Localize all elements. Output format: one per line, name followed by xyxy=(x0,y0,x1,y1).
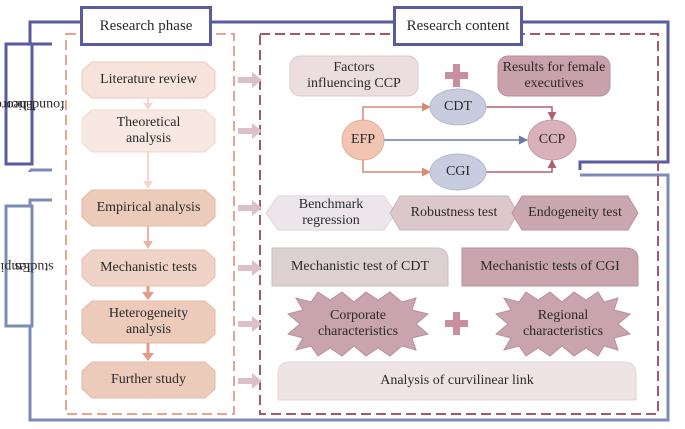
robustness-shape xyxy=(389,195,519,231)
phase-shape-4 xyxy=(81,249,216,287)
endogeneity-shape xyxy=(511,195,639,231)
female-box xyxy=(497,55,611,97)
plus-icon-2 xyxy=(445,312,468,335)
mech-cgi-shape xyxy=(461,247,639,287)
phase-shape-1 xyxy=(81,61,216,99)
theoretical-foundation-label: Theoreticalfoundation xyxy=(0,44,65,164)
plus-icon xyxy=(445,64,468,87)
phase-shape-6 xyxy=(81,361,216,399)
regional-burst xyxy=(494,291,632,357)
theoretical-line-2: foundation xyxy=(4,96,65,112)
curvilinear-shape xyxy=(277,361,637,401)
ccp-node xyxy=(527,119,577,161)
research-phase-label: Research phase xyxy=(99,17,193,34)
mech-cdt-shape xyxy=(271,247,449,287)
empirical-line-2: studies xyxy=(14,258,54,274)
research-content-header: Research content xyxy=(393,6,523,46)
phase-shape-2 xyxy=(81,109,216,153)
empirical-studies-label: Empiricalstudies xyxy=(0,206,54,326)
research-content-label: Research content xyxy=(406,17,510,34)
corporate-burst xyxy=(286,291,430,357)
phase-to-content-arrows xyxy=(238,72,262,389)
benchmark-shape xyxy=(265,195,397,231)
phase-shape-5 xyxy=(81,300,216,344)
cgi-node xyxy=(429,153,487,191)
factors-box xyxy=(289,55,419,97)
research-phase-header: Research phase xyxy=(80,6,212,46)
theoretical-label-box xyxy=(4,42,34,166)
efp-node xyxy=(341,119,385,161)
network-edges xyxy=(362,102,557,177)
phase-down-arrows xyxy=(142,98,154,361)
phase-shape-3 xyxy=(81,189,216,227)
cdt-node xyxy=(429,88,487,126)
empirical-label-box xyxy=(4,204,34,328)
empirical-bracket xyxy=(28,168,670,422)
